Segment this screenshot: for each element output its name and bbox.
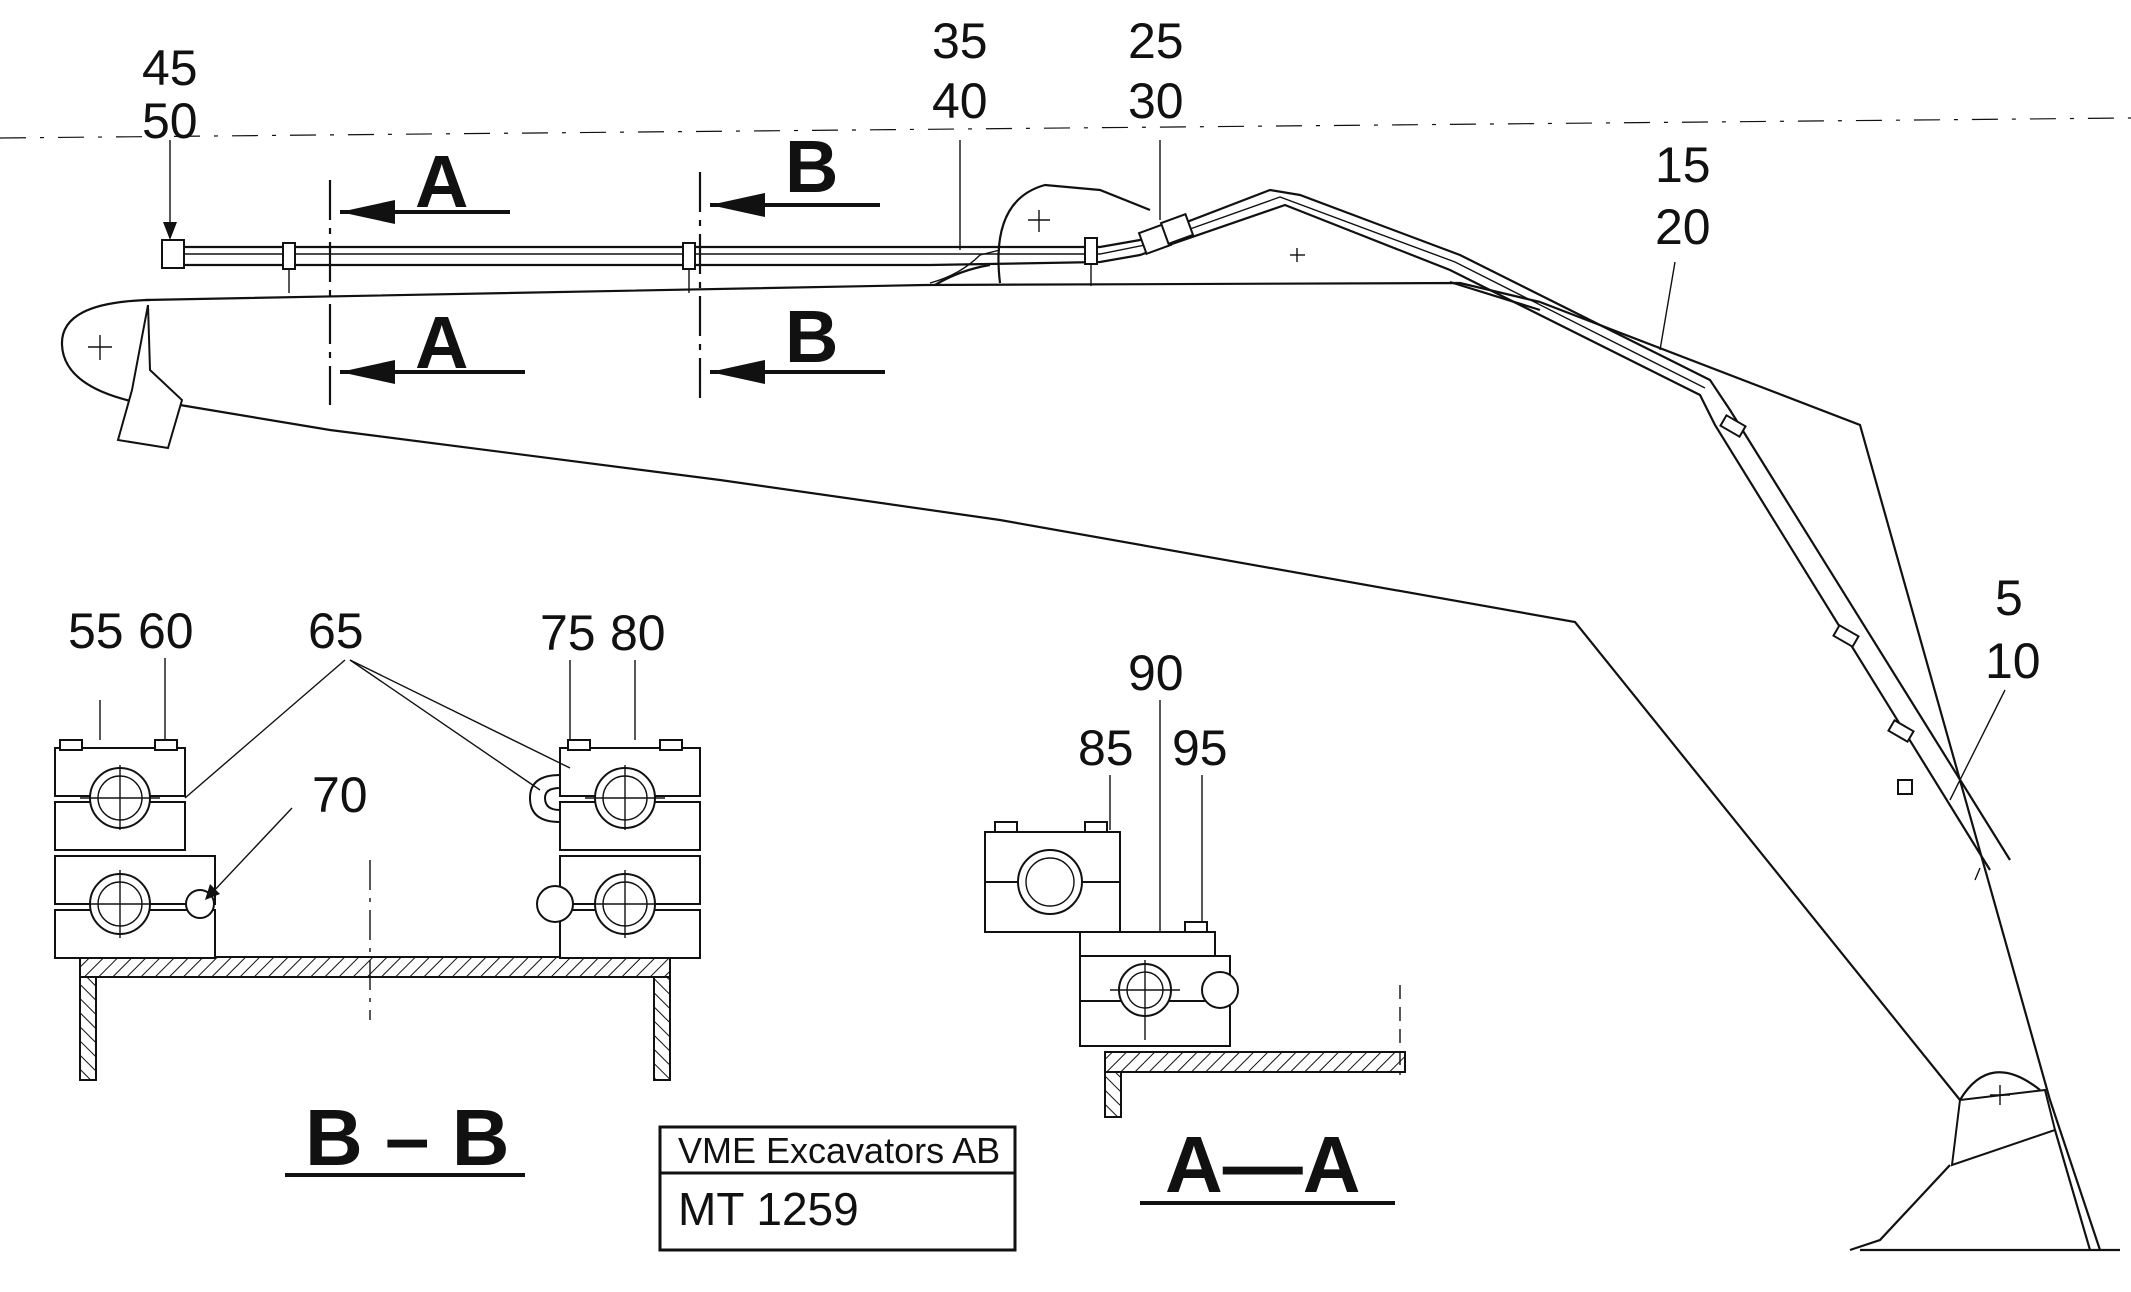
clamp-stack-left <box>54 658 216 959</box>
clamp-stack-right <box>528 660 701 959</box>
boom <box>60 183 2120 1252</box>
section-marker-b-bottom: B <box>785 295 838 378</box>
callout-15: 15 <box>1655 137 1711 193</box>
callout-85: 85 <box>1078 720 1134 776</box>
callout-60: 60 <box>138 603 194 659</box>
leaders <box>163 140 2006 801</box>
callout-90: 90 <box>1128 645 1184 701</box>
callout-50: 50 <box>142 93 198 149</box>
title-block-drawing-number: MT 1259 <box>678 1183 859 1235</box>
center-line <box>0 117 2131 139</box>
callout-30: 30 <box>1128 73 1184 129</box>
callout-55: 55 <box>68 603 124 659</box>
callout-5: 5 <box>1995 570 2023 626</box>
callout-95: 95 <box>1172 720 1228 776</box>
hose-line <box>161 188 2011 881</box>
title-block: VME Excavators AB MT 1259 <box>658 1125 1017 1252</box>
callout-80: 80 <box>610 605 666 661</box>
callout-10: 10 <box>1985 633 2041 689</box>
callout-20: 20 <box>1655 199 1711 255</box>
section-marker-b-top: B <box>785 125 838 208</box>
callout-65: 65 <box>308 603 364 659</box>
section-view-label-bb: B – B <box>305 1093 510 1182</box>
section-aa-view <box>984 700 1406 1118</box>
callout-35: 35 <box>932 13 988 69</box>
callout-40: 40 <box>932 73 988 129</box>
callout-75: 75 <box>540 605 596 661</box>
section-marker-a-bottom: A <box>415 301 468 384</box>
section-marker-a-top: A <box>415 140 468 223</box>
callout-45: 45 <box>142 40 198 96</box>
callout-25: 25 <box>1128 13 1184 69</box>
section-bb-view <box>54 658 701 1081</box>
callout-70: 70 <box>312 767 368 823</box>
section-cuts: A A B B <box>328 125 885 405</box>
section-view-label-aa: A—A <box>1165 1120 1361 1209</box>
title-block-company: VME Excavators AB <box>678 1130 1000 1171</box>
